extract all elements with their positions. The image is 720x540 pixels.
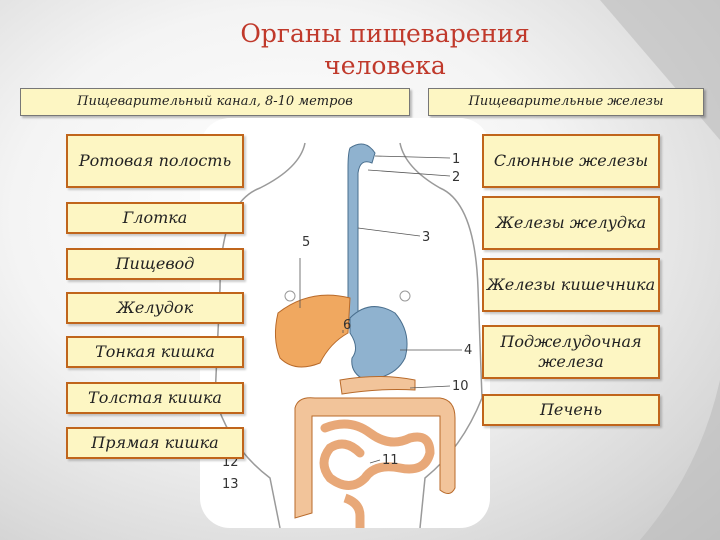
liver (274, 294, 351, 368)
nipple-right (399, 290, 411, 302)
figure-label-2: 2 (452, 170, 460, 185)
slide-title: Органы пищеварения человека (150, 18, 620, 82)
figure-label-5: 5 (302, 235, 310, 250)
gland-liver: Печень (482, 394, 660, 426)
organ-large-intestine: Толстая кишка (66, 382, 244, 414)
figure-label-1: 1 (452, 152, 460, 167)
figure-label-11: 11 (382, 453, 399, 468)
label-leader-lines (299, 155, 462, 464)
esophagus (347, 143, 376, 329)
header-digestive-glands: Пищеварительные железы (428, 88, 704, 116)
rectum (343, 493, 365, 528)
nipple-left (284, 290, 296, 302)
organ-pharynx: Глотка (66, 202, 244, 234)
title-line-1: Органы пищеварения (240, 19, 530, 48)
organ-small-intestine: Тонкая кишка (66, 336, 244, 368)
figure-label-3: 3 (422, 230, 430, 245)
pancreas (339, 376, 416, 395)
stomach (349, 306, 408, 381)
title-line-2: человека (324, 51, 446, 80)
figure-label-4: 4 (464, 343, 472, 358)
gland-pancreas: Поджелудочная железа (482, 325, 660, 379)
figure-label-10: 10 (452, 379, 469, 394)
large-intestine (294, 397, 456, 519)
gland-salivary: Слюнные железы (482, 134, 660, 188)
organ-esophagus: Пищевод (66, 248, 244, 280)
gland-intestinal: Железы кишечника (482, 258, 660, 312)
header-digestive-canal: Пищеварительный канал, 8-10 метров (20, 88, 410, 116)
organ-rectum: Прямая кишка (66, 427, 244, 459)
digestive-system-figure: 1 2 3 4 5 6 10 11 12 13 (200, 118, 490, 528)
organ-oral-cavity: Ротовая полость (66, 134, 244, 188)
figure-label-13: 13 (222, 477, 239, 492)
figure-label-6: 6 (343, 318, 351, 333)
organ-stomach: Желудок (66, 292, 244, 324)
gland-gastric: Железы желудка (482, 196, 660, 250)
small-intestine (319, 419, 435, 490)
